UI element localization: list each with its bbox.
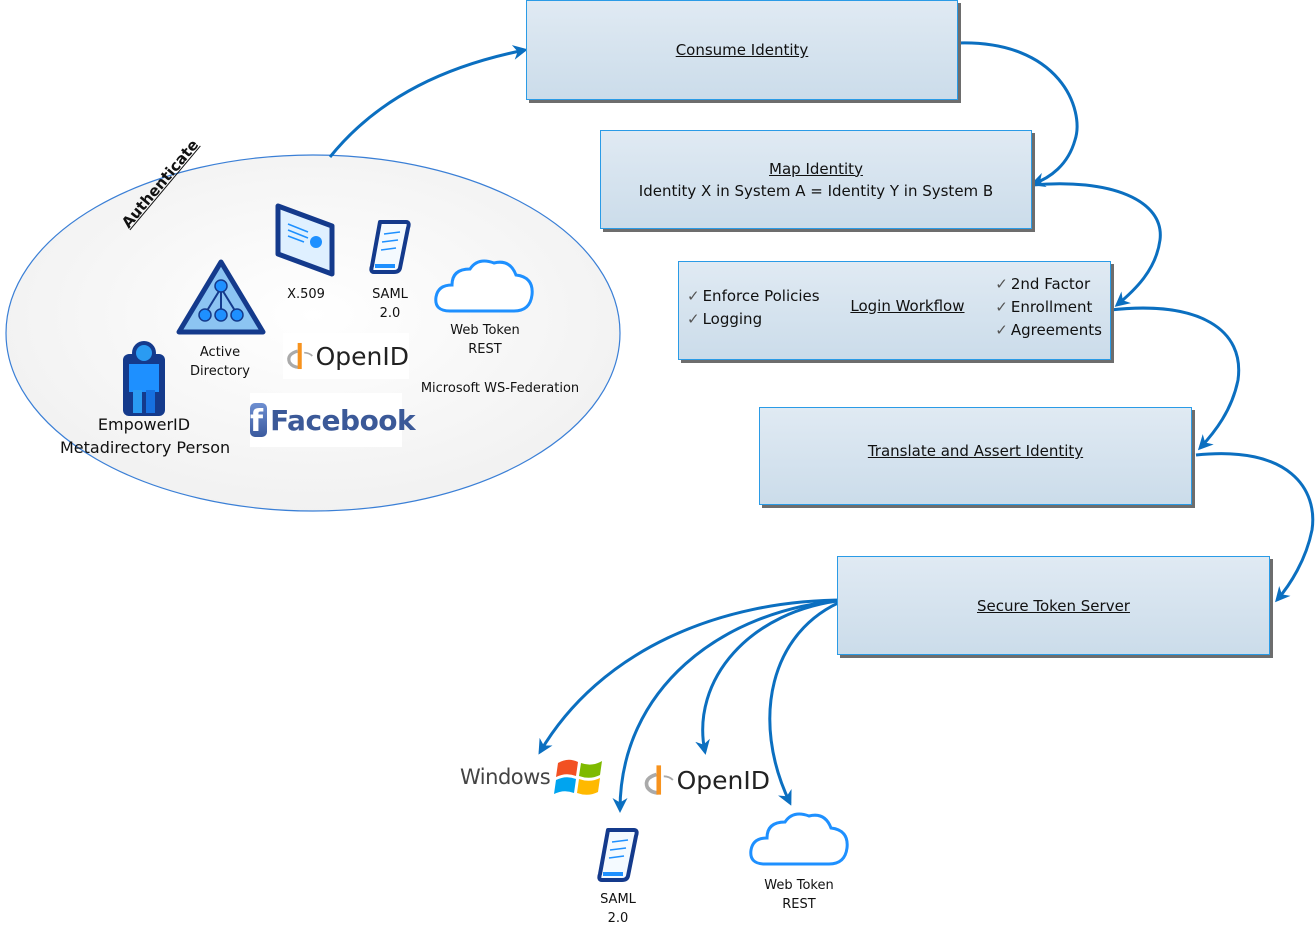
- check-icon: ✓: [995, 298, 1008, 316]
- check-item: ✓2nd Factor: [995, 275, 1091, 293]
- active-directory-label: Active Directory: [190, 345, 250, 379]
- check-item: ✓Logging: [687, 309, 763, 328]
- check-icon: ✓: [687, 309, 700, 328]
- x509-label: X.509: [287, 287, 325, 302]
- step-title: Map Identity: [769, 159, 863, 178]
- step-subtitle: Identity X in System A = Identity Y in S…: [638, 181, 994, 200]
- windows-logo: Windows: [460, 755, 606, 799]
- certificate-icon: [275, 203, 335, 277]
- step-title: Consume Identity: [675, 41, 809, 59]
- cloud-icon: [434, 259, 534, 313]
- left-checklist: ✓Enforce Policies ✓Logging: [687, 285, 820, 331]
- openid-logo: OpenID: [283, 333, 409, 379]
- authenticate-heading: Authenticate: [118, 135, 203, 232]
- check-icon: ✓: [995, 321, 1008, 339]
- step-login-workflow: ✓Enforce Policies ✓Logging Login Workflo…: [678, 261, 1111, 360]
- output-saml-label: SAML 2.0: [600, 892, 636, 926]
- facebook-logo: f Facebook: [250, 393, 416, 447]
- active-directory-icon: [176, 259, 266, 335]
- arrow-sts-to-windows: [538, 598, 846, 755]
- output-webtoken-label: Web Token REST: [764, 878, 834, 912]
- arrow-sts-to-webtoken: [768, 598, 846, 806]
- arrow-sts-to-openid: [695, 598, 846, 755]
- person-label: EmpowerID Metadirectory Person: [60, 415, 231, 457]
- check-item: ✓Agreements: [995, 321, 1102, 339]
- ws-federation-label: Microsoft WS-Federation: [420, 381, 580, 396]
- check-icon: ✓: [687, 286, 700, 305]
- step-consume-identity: Consume Identity: [526, 0, 958, 100]
- step-title: Login Workflow: [850, 296, 965, 315]
- windows-flag-icon: [554, 759, 603, 795]
- cloud-icon: [749, 812, 849, 866]
- step-title: Translate and Assert Identity: [867, 442, 1084, 460]
- check-item: ✓Enrollment: [995, 298, 1093, 316]
- step-map-identity: Map Identity Identity X in System A = Id…: [600, 130, 1032, 229]
- facebook-f-icon: f: [250, 403, 268, 437]
- webtoken-label: Web Token REST: [450, 323, 520, 357]
- check-icon: ✓: [995, 275, 1008, 293]
- arrow-authenticate-to-consume: [328, 45, 528, 158]
- person-icon: [123, 341, 165, 416]
- right-checklist: ✓2nd Factor ✓Enrollment ✓Agreements: [995, 273, 1102, 342]
- check-item: ✓Enforce Policies: [687, 286, 820, 305]
- openid-logo: OpenID: [640, 758, 770, 802]
- step-title: Secure Token Server: [977, 596, 1130, 615]
- saml-label: SAML 2.0: [372, 287, 408, 321]
- step-secure-token-server: Secure Token Server: [837, 556, 1270, 655]
- scroll-icon: [597, 828, 639, 882]
- scroll-icon: [369, 220, 411, 274]
- step-translate-assert: Translate and Assert Identity: [759, 407, 1192, 505]
- openid-glyph-icon: [644, 765, 674, 795]
- openid-glyph-icon: [287, 342, 313, 370]
